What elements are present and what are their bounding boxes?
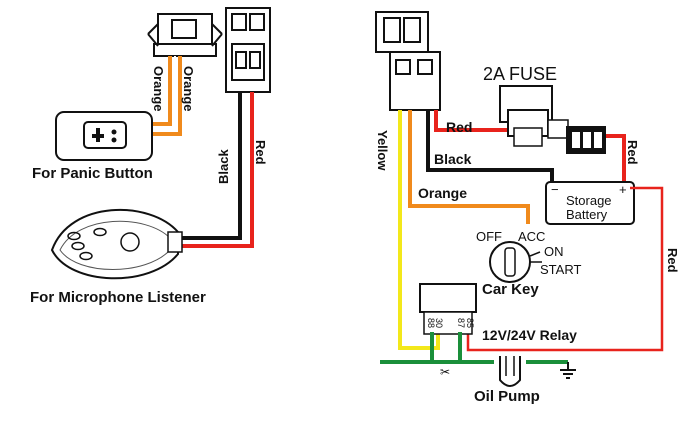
relay-pin-88: 88 [426,318,436,328]
battery-plus-sign: + [619,182,627,197]
relay-label: 12V/24V Relay [482,327,577,343]
panic-button [55,111,153,161]
wire-label-black-left: Black [216,149,231,184]
oil-pump [499,356,521,387]
relay-pin-30: 30 [434,318,444,328]
battery-label-battery: Battery [566,207,608,222]
wire-label-red-left: Red [253,140,268,165]
car-key-switch [489,241,542,283]
main-connector [375,11,441,111]
car-key-label: Car Key [482,281,539,298]
oil-pump-label: Oil Pump [474,388,540,405]
ground-icon [560,362,576,379]
wire-red-right [466,186,664,352]
relay-pin-85: 85 [465,318,475,328]
key-start-label: START [540,262,581,277]
fuse [566,126,606,154]
wire-yellow [398,110,440,350]
wire-black-right [426,110,554,190]
wire-green [380,332,568,364]
wire-orange-right [408,110,530,224]
battery-minus-sign: − [551,182,559,197]
wire-label-orange-2: Orange [181,66,196,112]
microphone [50,208,183,280]
fuse-holder [499,85,569,147]
mic-wires [182,92,254,248]
wire-label-yellow: Yellow [375,130,390,171]
relay-pin-87: 87 [456,318,466,328]
fuse-label: 2A FUSE [483,64,557,84]
key-on-label: ON [544,244,564,259]
key-acc-label: ACC [518,229,545,244]
wire-red-top [434,110,512,132]
wire-label-black-right: Black [434,151,472,167]
wire-label-orange-1: Orange [151,66,166,112]
wire-red-battery [606,134,626,188]
wire-label-red-top: Red [446,119,472,135]
wire-label-red-battery: Red [625,140,640,165]
mic-connector [225,7,271,93]
relay [419,283,477,335]
battery-label-storage: Storage [566,193,612,208]
storage-battery [545,181,635,225]
mic-listener-label: For Microphone Listener [30,289,206,306]
orange-wires-panic [150,56,182,136]
panic-connector [147,13,223,57]
key-off-label: OFF [476,229,502,244]
cut-mark-icon: ✂ [440,365,450,379]
panic-button-label: For Panic Button [32,165,153,182]
wire-label-orange-right: Orange [418,185,467,201]
wire-label-red-right: Red [665,248,680,273]
